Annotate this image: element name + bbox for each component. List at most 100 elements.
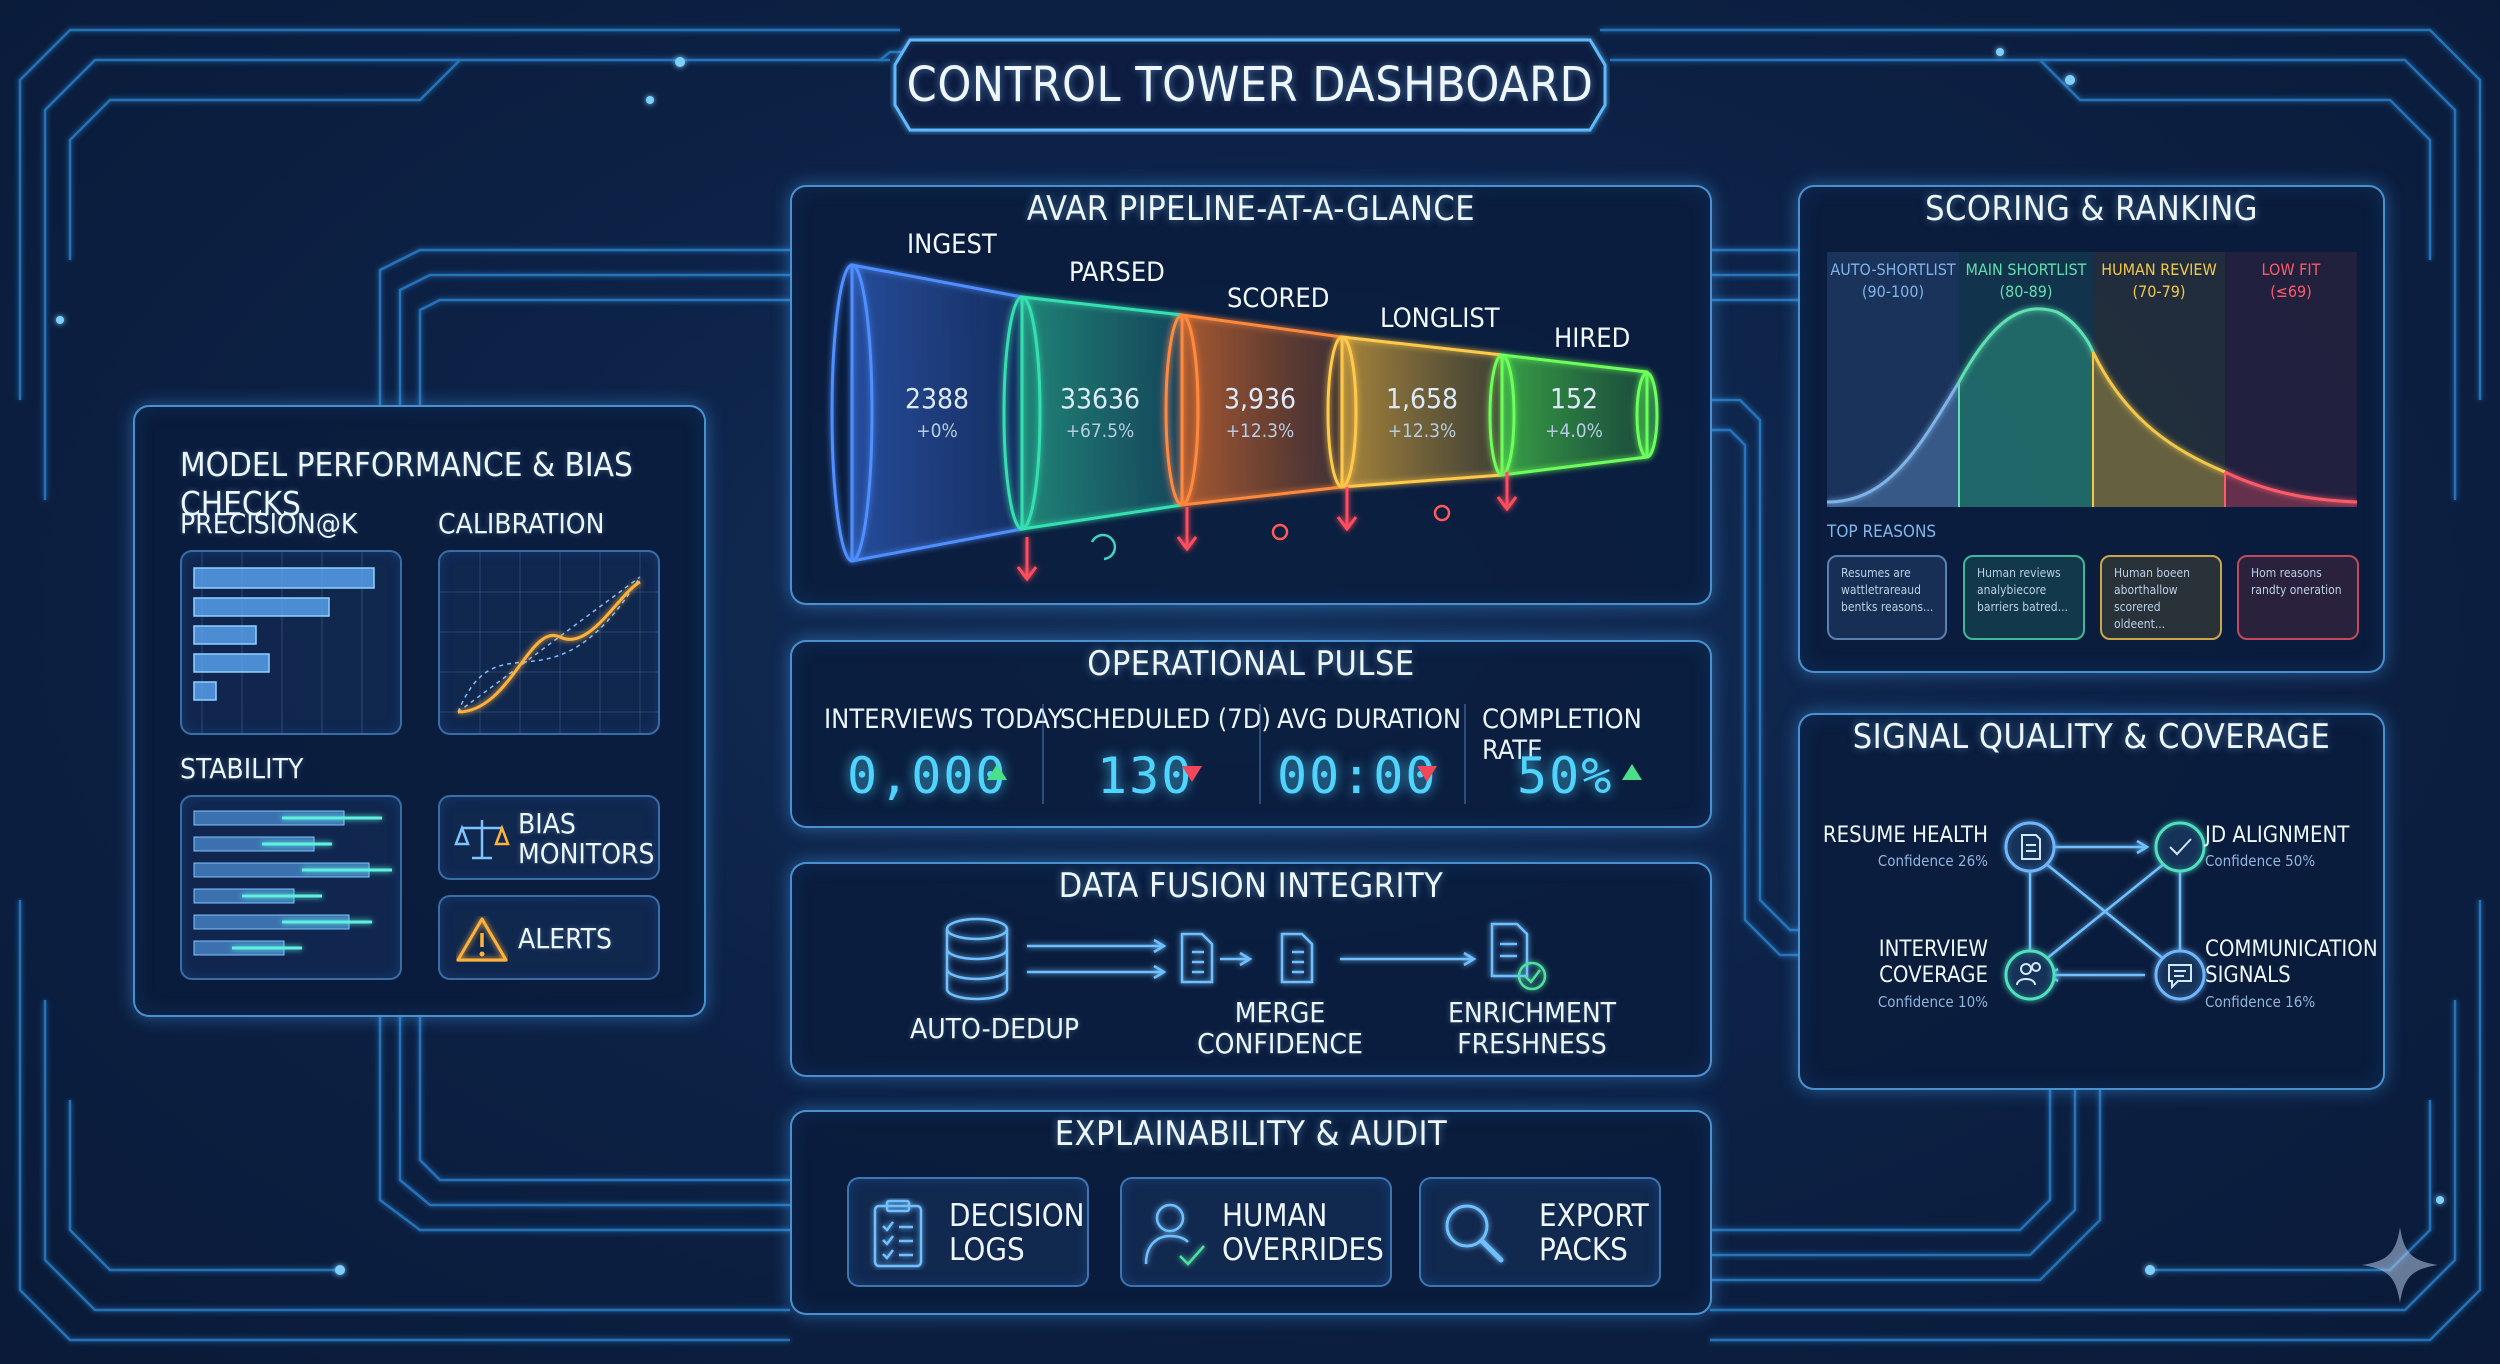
- document-icon: [2021, 834, 2041, 860]
- stage-value-longlist: 1,658: [1385, 382, 1459, 415]
- pipeline-title: AVAR PIPELINE-AT-A-GLANCE: [1026, 189, 1476, 229]
- fusion-title: DATA FUSION INTEGRITY: [1058, 866, 1444, 906]
- balance-scale-icon: [454, 820, 510, 860]
- signal-confidence-communication: Confidence 16%: [2205, 993, 2316, 1011]
- reason-card[interactable]: Resumes are wattletrareaud bentks reason…: [1827, 555, 1947, 640]
- fusion-item-merge: MERGE: [1234, 996, 1326, 1029]
- signal-name-resume-health: RESUME HEALTH: [1822, 823, 1988, 848]
- trend-down-icon: [1182, 766, 1202, 782]
- stage-label-hired: HIRED: [1554, 323, 1631, 354]
- checkmark-icon: [2169, 838, 2192, 856]
- kpi-divider: [1259, 704, 1261, 804]
- precision-label: PRECISION@K: [180, 507, 358, 540]
- score-distribution: AUTO-SHORTLIST (90-100) MAIN SHORTLIST (…: [1826, 252, 2358, 507]
- bias-monitors-button[interactable]: BIAS MONITORS: [438, 795, 660, 880]
- kpi-label-duration: AVG DURATION: [1277, 704, 1462, 735]
- kpi-label-interviews: INTERVIEWS TODAY: [824, 704, 1063, 735]
- bell-curve-chart: [1826, 252, 2358, 507]
- band-name-low-fit: LOW FIT: [2261, 260, 2321, 279]
- kpi-value-interviews: 0,000: [847, 747, 1008, 805]
- stage-change-longlist: +12.3%: [1387, 420, 1457, 442]
- band-name-main-shortlist: MAIN SHORTLIST: [1965, 260, 2087, 279]
- document-check-icon: [1490, 922, 1529, 978]
- stage-change-hired: +4.0%: [1545, 420, 1603, 442]
- bias-label-line2: MONITORS: [518, 837, 655, 870]
- reason-text: Hom reasons: [2251, 566, 2322, 580]
- precision-chart[interactable]: [180, 550, 402, 735]
- band-name-auto-shortlist: AUTO-SHORTLIST: [1830, 260, 1956, 279]
- stage-value-parsed: 33636: [1059, 382, 1141, 415]
- decision-logs-button[interactable]: DECISION LOGS: [847, 1177, 1089, 1287]
- reason-text: scorered oldeent...: [2114, 600, 2166, 631]
- alerts-label: ALERTS: [518, 922, 613, 955]
- users-icon: [2016, 962, 2041, 986]
- precision-bars: [193, 552, 375, 733]
- dropoff-arrow: [1496, 472, 1518, 512]
- trend-up-icon: [1622, 764, 1642, 780]
- stability-label: STABILITY: [180, 752, 304, 785]
- header-banner: CONTROL TOWER DASHBOARD: [890, 35, 1610, 135]
- kpi-divider: [1464, 704, 1466, 804]
- operational-pulse-panel: OPERATIONAL PULSE INTERVIEWS TODAY SCHED…: [790, 640, 1712, 828]
- precision-bar: [193, 625, 257, 645]
- stability-chart[interactable]: [180, 795, 402, 980]
- signal-confidence-interview-coverage: Confidence 10%: [1877, 993, 1988, 1011]
- calibration-chart[interactable]: [438, 550, 660, 735]
- warning-triangle-icon: [456, 917, 508, 962]
- chat-bubble-icon: [2168, 964, 2192, 990]
- scoring-title: SCORING & RANKING: [1925, 189, 2258, 229]
- pipeline-funnel: [830, 263, 1659, 582]
- precision-bar: [193, 653, 270, 673]
- signal-name-interview-coverage-2: COVERAGE: [1879, 963, 1988, 988]
- clipboard-checklist-icon: [873, 1199, 923, 1268]
- model-panel-title: MODEL PERFORMANCE & BIAS CHECKS: [180, 445, 633, 523]
- signal-title: SIGNAL QUALITY & COVERAGE: [1852, 717, 2331, 757]
- signal-name-communication-2: SIGNALS: [2205, 963, 2291, 988]
- stage-value-scored: 3,936: [1223, 382, 1297, 415]
- signal-confidence-resume-health: Confidence 26%: [1877, 852, 1988, 870]
- band-range-auto-shortlist: (90-100): [1861, 282, 1925, 301]
- sparkle-icon: [2362, 1227, 2438, 1303]
- calibration-curve: [440, 552, 658, 733]
- trend-down-icon: [1417, 766, 1437, 782]
- alert-dot-icon: [1433, 504, 1451, 522]
- fusion-flow: [945, 917, 1547, 1001]
- stability-bars: [193, 810, 392, 956]
- page-title: CONTROL TOWER DASHBOARD: [906, 57, 1594, 113]
- band-range-low-fit: (≤69): [2270, 282, 2312, 301]
- data-fusion-panel: DATA FUSION INTEGRITY AUTO-DEDUP MERGE C…: [790, 862, 1712, 1077]
- fusion-item-enrichment: ENRICHMENT: [1447, 996, 1617, 1029]
- human-overrides-button[interactable]: HUMAN OVERRIDES: [1120, 1177, 1392, 1287]
- pipeline-panel: AVAR PIPELINE-AT-A-GLANCE: [790, 185, 1712, 605]
- export-packs-button[interactable]: EXPORT PACKS: [1419, 1177, 1661, 1287]
- reason-card[interactable]: Hom reasons randty oneration: [2237, 555, 2359, 640]
- stage-value-ingest: 2388: [904, 382, 970, 415]
- reason-card[interactable]: Human boeen aborthallow scorered oldeent…: [2100, 555, 2222, 640]
- stage-change-parsed: +67.5%: [1065, 420, 1135, 442]
- recycle-icon: [1090, 533, 1117, 561]
- pulse-title: OPERATIONAL PULSE: [1087, 644, 1415, 684]
- reason-text: randty oneration: [2251, 583, 2342, 597]
- trend-up-icon: [987, 764, 1007, 780]
- curve-main-shortlist: [1957, 307, 2095, 383]
- precision-bar: [193, 681, 217, 701]
- calibration-label: CALIBRATION: [438, 507, 605, 540]
- signal-name-communication-1: COMMUNICATION: [2205, 937, 2378, 962]
- stage-change-scored: +12.3%: [1225, 420, 1295, 442]
- stage-label-longlist: LONGLIST: [1380, 303, 1500, 334]
- curve-low-fit: [2224, 470, 2358, 504]
- reason-text: aborthallow: [2114, 583, 2178, 597]
- reason-card[interactable]: Human reviews analybiecore barriers batr…: [1963, 555, 2085, 640]
- reason-text: bentks reasons...: [1841, 600, 1934, 614]
- kpi-label-completion: COMPLETION RATE: [1482, 704, 1642, 766]
- signal-name-jd-alignment: JD ALIGNMENT: [2205, 823, 2350, 848]
- kpi-divider: [1042, 704, 1044, 804]
- signal-confidence-jd-alignment: Confidence 50%: [2205, 852, 2316, 870]
- model-performance-panel: MODEL PERFORMANCE & BIAS CHECKS PRECISIO…: [133, 405, 706, 1017]
- stage-label-scored: SCORED: [1227, 283, 1330, 314]
- reason-text: barriers batred...: [1977, 600, 2068, 614]
- alerts-button[interactable]: ALERTS: [438, 895, 660, 980]
- document-icon: [1180, 932, 1214, 984]
- audit-card-line2: PACKS: [1539, 1232, 1628, 1268]
- audit-title: EXPLAINABILITY & AUDIT: [1054, 1114, 1448, 1154]
